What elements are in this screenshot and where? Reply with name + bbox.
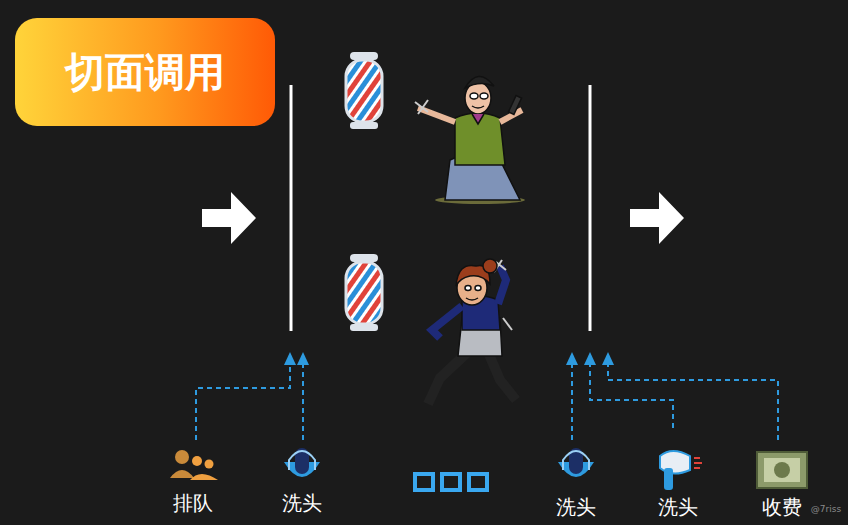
wash-icon (284, 448, 320, 477)
money-icon (757, 452, 807, 488)
barber-pole (346, 254, 382, 331)
hairdryer-icon (660, 451, 702, 490)
leader-line (196, 364, 778, 440)
flow-arrow (630, 192, 684, 244)
queue-icon (170, 450, 218, 480)
step-label: 洗头 (658, 496, 698, 518)
watermark: @7riss (811, 505, 841, 515)
title-badge: 切面调用 (15, 18, 275, 126)
barber-man (415, 76, 525, 204)
wash-icon (558, 448, 594, 477)
flow-arrow (202, 192, 256, 244)
step-label: 洗头 (282, 492, 322, 514)
step-label: 收费 (762, 496, 802, 518)
title: 切面调用 (65, 45, 225, 100)
boundary-line (589, 85, 592, 331)
barber-pole (346, 52, 382, 129)
step-label: 洗头 (556, 496, 596, 518)
step-label: 排队 (173, 492, 213, 514)
ellipsis-squares (415, 474, 487, 490)
boundary-line (290, 85, 293, 331)
arrowhead (284, 352, 614, 365)
barber-woman (428, 259, 516, 404)
